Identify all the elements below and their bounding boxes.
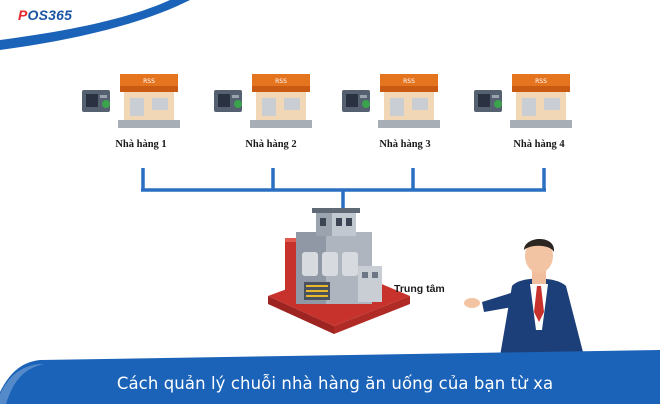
- store-4: RSS: [474, 74, 572, 128]
- businessman-illustration: [464, 239, 584, 356]
- store-2: RSS: [214, 74, 312, 128]
- bottom-banner: [0, 350, 660, 404]
- connector-tree: [141, 168, 546, 214]
- brand-logo-prefix: P: [18, 7, 28, 23]
- banner-title: Cách quản lý chuỗi nhà hàng ăn uống của …: [116, 374, 554, 393]
- store-1: RSS: [82, 74, 180, 128]
- store-label-3: Nhà hàng 3: [379, 139, 431, 150]
- store-3: RSS: [342, 74, 440, 128]
- svg-text:RSS: RSS: [275, 78, 287, 85]
- svg-text:RSS: RSS: [535, 78, 547, 85]
- brand-logo-text: OS365: [27, 7, 73, 23]
- store-label-2: Nhà hàng 2: [245, 139, 297, 150]
- corner-swoosh: [0, 0, 190, 50]
- store-label-4: Nhà hàng 4: [513, 139, 565, 150]
- factory-illustration: [268, 208, 410, 334]
- store-label-1: Nhà hàng 1: [115, 139, 167, 150]
- brand-logo: POS365: [18, 7, 72, 23]
- center-label: Trung tâm: [394, 283, 445, 295]
- svg-text:RSS: RSS: [143, 78, 155, 85]
- svg-text:RSS: RSS: [403, 78, 415, 85]
